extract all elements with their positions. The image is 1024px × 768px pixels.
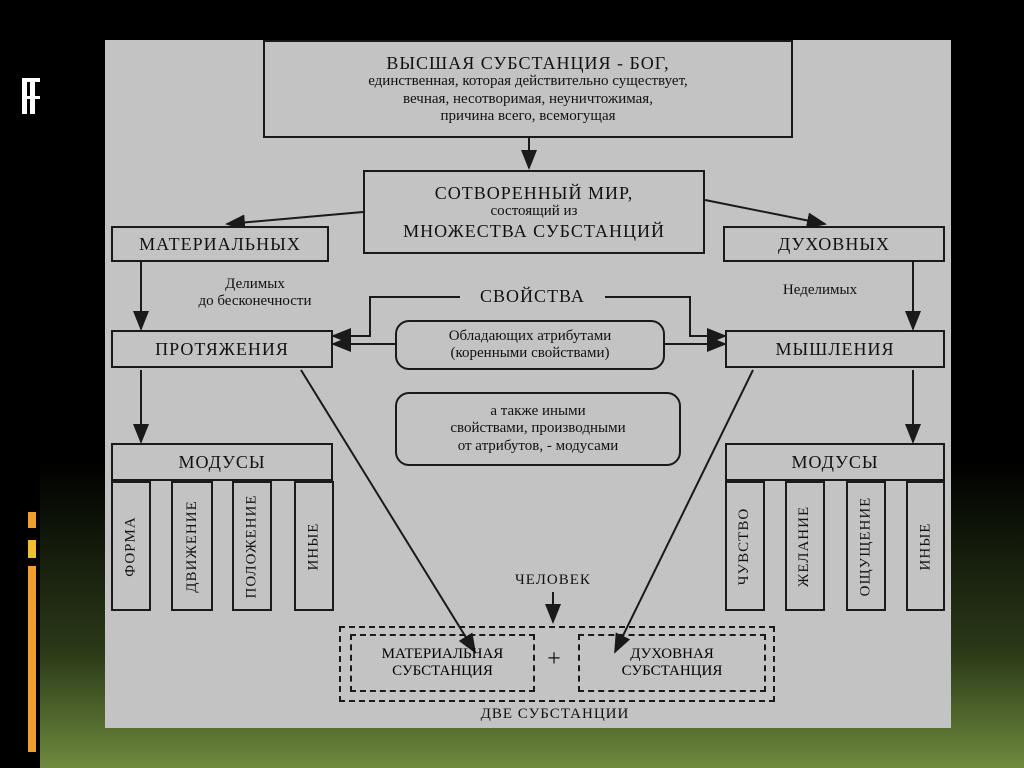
- attributes-box: Обладающих атрибутами (коренными свойств…: [395, 320, 665, 370]
- created-world-title: СОТВОРЕННЫЙ МИР,: [434, 182, 634, 203]
- material-substance-box: МАТЕРИАЛЬНАЯ СУБСТАНЦИЯ: [350, 634, 535, 692]
- mode-sensation: ОЩУЩЕНИЕ: [846, 481, 886, 611]
- created-world-line-2: состоящий из: [490, 203, 578, 220]
- plus-sign: +: [547, 646, 561, 672]
- mode-sensation-label: ОЩУЩЕНИЕ: [857, 496, 874, 596]
- spiritual-substance-line-2: СУБСТАНЦИЯ: [621, 663, 723, 679]
- indivisible-note: Неделимых: [782, 282, 858, 298]
- modes-right-box: МОДУСЫ: [725, 443, 945, 481]
- modes-left-title: МОДУСЫ: [178, 451, 266, 472]
- supreme-substance-title: ВЫСШАЯ СУБСТАНЦИЯ - БОГ,: [386, 52, 670, 73]
- thinking-label: МЫШЛЕНИЯ: [775, 338, 895, 359]
- spiritual-substances-box: ДУХОВНЫХ: [723, 226, 945, 262]
- mode-other-left-label: ИНЫЕ: [305, 522, 322, 570]
- mode-feeling-label: ЧУВСТВО: [736, 507, 753, 585]
- created-world-line-3: МНОЖЕСТВА СУБСТАНЦИЙ: [403, 220, 665, 241]
- mode-position-label: ПОЛОЖЕНИЕ: [243, 494, 260, 598]
- mode-form-label: ФОРМА: [122, 515, 139, 577]
- supreme-substance-line-3: причина всего, всемогущая: [440, 107, 616, 124]
- modes-note-line-1: а также иными: [490, 403, 586, 420]
- modes-note-box: а также иными свойствами, производными о…: [395, 392, 681, 466]
- mode-motion-label: ДВИЖЕНИЕ: [183, 499, 200, 593]
- spiritual-substance-box: ДУХОВНАЯ СУБСТАНЦИЯ: [578, 634, 766, 692]
- supreme-substance-line-1: единственная, которая действительно суще…: [368, 73, 688, 90]
- supreme-substance-line-2: вечная, несотворимая, неуничтожимая,: [403, 90, 653, 107]
- material-substance-line-1: МАТЕРИАЛЬНАЯ: [381, 646, 504, 662]
- mode-other-left: ИНЫЕ: [294, 481, 334, 611]
- human-label: ЧЕЛОВЕК: [515, 572, 591, 588]
- attributes-line-2: (коренными свойствами): [450, 345, 610, 361]
- divisible-note: Делимых до бесконечности: [155, 276, 355, 311]
- two-substances-caption: ДВЕ СУБСТАНЦИИ: [480, 706, 630, 722]
- modes-right-title: МОДУСЫ: [791, 451, 879, 472]
- material-substance-line-2: СУБСТАНЦИЯ: [392, 663, 493, 679]
- mode-desire-label: ЖЕЛАНИЕ: [796, 505, 813, 587]
- diagram-slide: ВЫСШАЯ СУБСТАНЦИЯ - БОГ, единственная, к…: [105, 40, 951, 728]
- mode-other-right-label: ИНЫЕ: [917, 522, 934, 570]
- attributes-line-1: Обладающих атрибутами: [448, 327, 612, 344]
- modes-left-box: МОДУСЫ: [111, 443, 333, 481]
- mode-feeling: ЧУВСТВО: [725, 481, 765, 611]
- mode-motion: ДВИЖЕНИЕ: [171, 481, 213, 611]
- mode-form: ФОРМА: [111, 481, 151, 611]
- connector-lines: [133, 138, 921, 654]
- extension-box: ПРОТЯЖЕНИЯ: [111, 330, 333, 368]
- created-world-box: СОТВОРЕННЫЙ МИР, состоящий из МНОЖЕСТВА …: [363, 170, 705, 254]
- mode-desire: ЖЕЛАНИЕ: [785, 481, 825, 611]
- material-substances-label: МАТЕРИАЛЬНЫХ: [139, 233, 301, 254]
- spiritual-substances-label: ДУХОВНЫХ: [777, 233, 891, 254]
- material-substances-box: МАТЕРИАЛЬНЫХ: [111, 226, 329, 262]
- extension-label: ПРОТЯЖЕНИЯ: [155, 338, 289, 359]
- modes-note-line-2: свойствами, производными: [450, 420, 626, 437]
- spiritual-substance-line-1: ДУХОВНАЯ: [630, 646, 714, 662]
- mode-other-right: ИНЫЕ: [906, 481, 945, 611]
- two-substances-frame: [339, 626, 775, 702]
- supreme-substance-box: ВЫСШАЯ СУБСТАНЦИЯ - БОГ, единственная, к…: [263, 40, 793, 138]
- thinking-box: МЫШЛЕНИЯ: [725, 330, 945, 368]
- modes-note-line-3: от атрибутов, - модусами: [457, 437, 619, 454]
- divisible-line-2: до бесконечности: [198, 293, 312, 310]
- mode-position: ПОЛОЖЕНИЕ: [232, 481, 272, 611]
- properties-label: СВОЙСТВА: [480, 286, 585, 306]
- divisible-line-1: Делимых: [225, 276, 285, 292]
